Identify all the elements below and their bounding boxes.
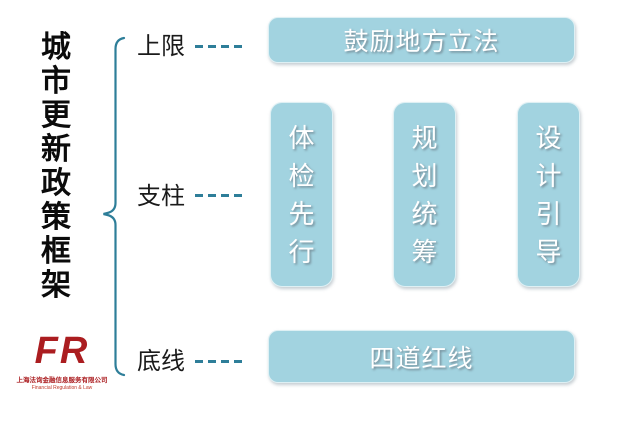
box-top-label: 鼓励地方立法 (343, 28, 500, 56)
fr-logo-initials: FR (34, 330, 90, 372)
page-title: 城市更新政策框架 (41, 31, 71, 302)
box-bottom-label: 四道红线 (369, 344, 474, 373)
dashed-connector-bottom (195, 360, 245, 363)
level-label-bottom-line: 底线 (137, 348, 185, 375)
pillar-3-label: 设计引导 (535, 122, 562, 267)
dashed-connector-top (195, 45, 245, 48)
company-name-english: Financial Regulation & Law (31, 384, 93, 391)
level-label-upper-limit: 上限 (137, 33, 185, 60)
pillar-2-label: 规划统筹 (411, 122, 438, 267)
box-pillar-health-check-first: 体检先行 (270, 102, 333, 287)
dashed-connector-middle (195, 194, 245, 197)
box-encourage-local-legislation: 鼓励地方立法 (268, 17, 575, 63)
box-pillar-planning-coordination: 规划统筹 (393, 102, 456, 287)
level-label-pillars: 支柱 (137, 183, 185, 210)
company-name-chinese: 上海法询金融信息服务有限公司 (16, 376, 108, 384)
box-four-red-lines: 四道红线 (268, 330, 575, 383)
pillar-1-label: 体检先行 (288, 122, 315, 267)
company-logo: FR 上海法询金融信息服务有限公司 Financial Regulation &… (14, 330, 110, 391)
box-pillar-design-guidance: 设计引导 (517, 102, 580, 287)
curly-brace-shape (103, 36, 126, 377)
